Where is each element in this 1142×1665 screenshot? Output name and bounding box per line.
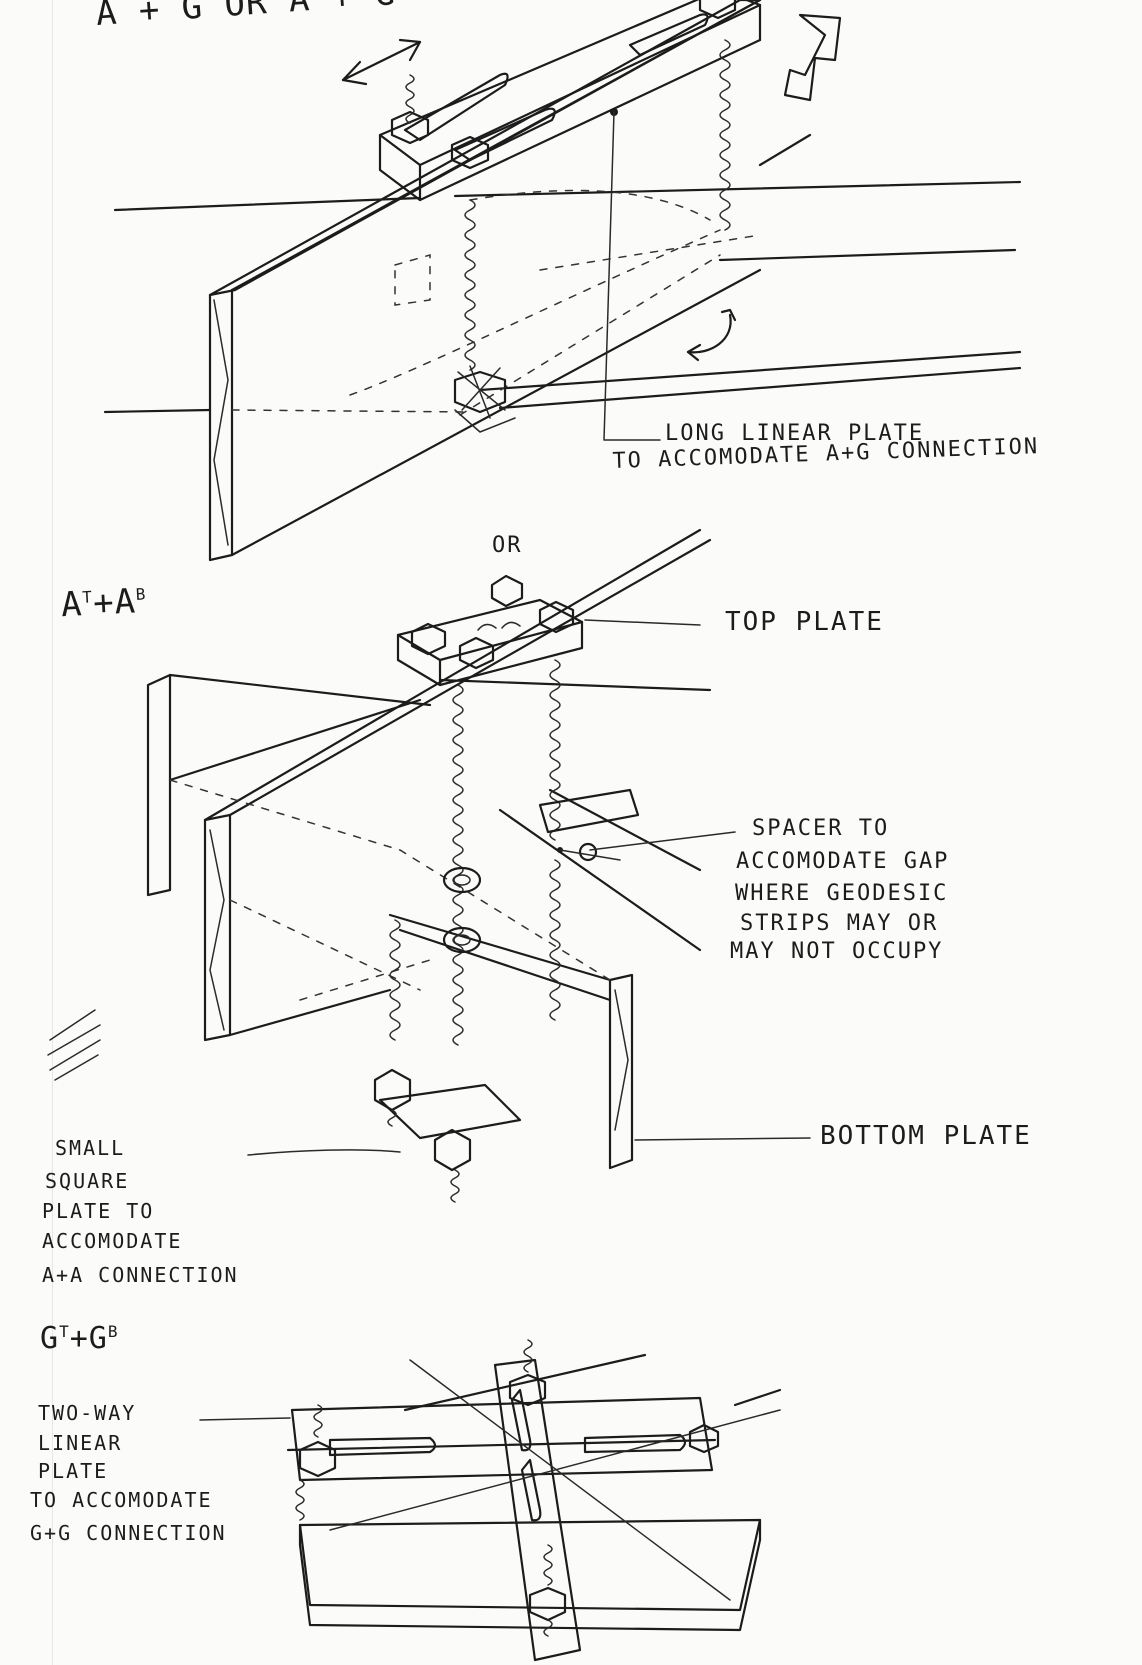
- or-label: OR: [492, 533, 523, 558]
- gg-heading: GT+GB: [40, 1318, 119, 1356]
- aa-connection-drawing: [47, 528, 811, 1203]
- ag-connection-drawing: [103, 0, 1022, 562]
- page-edge: [52, 0, 53, 1665]
- two-way-label-line2: LINEAR: [38, 1431, 123, 1455]
- small-square-label-line4: ACCOMODATE: [42, 1229, 183, 1253]
- two-way-label-line4: TO ACCOMODATE: [30, 1488, 213, 1512]
- gg-heading-plus: +G: [69, 1321, 108, 1356]
- small-square-label-line2: SQUARE: [45, 1169, 130, 1193]
- spacer-label-line3: WHERE GEODESIC: [735, 881, 949, 906]
- bottom-plate-label: BOTTOM PLATE: [820, 1121, 1032, 1151]
- spacer-label-line2: ACCOMODATE GAP: [736, 849, 950, 874]
- spacer-label-line1: SPACER TO: [752, 816, 890, 841]
- long-linear-plate-label-line1: LONG LINEAR PLATE: [665, 421, 925, 446]
- aa-heading-plus: +A: [92, 581, 138, 624]
- aa-heading: AT+AB: [60, 581, 147, 625]
- aa-heading-base: A: [60, 584, 84, 626]
- gg-connection-drawing: [199, 1339, 782, 1662]
- top-plate-label: TOP PLATE: [725, 607, 884, 637]
- gg-heading-sup-bottom: B: [107, 1322, 119, 1341]
- small-square-label-line3: PLATE TO: [42, 1199, 155, 1223]
- small-square-label-line5: A+A CONNECTION: [42, 1263, 239, 1287]
- two-way-label-line5: G+G CONNECTION: [30, 1521, 227, 1545]
- spacer-label-line4: STRIPS MAY OR: [740, 911, 939, 936]
- small-square-label-line1: SMALL: [55, 1136, 126, 1160]
- two-way-label-line3: PLATE: [38, 1459, 109, 1483]
- gg-heading-base: G: [40, 1321, 60, 1356]
- two-way-label-line1: TWO-WAY: [38, 1401, 137, 1425]
- aa-heading-sup-bottom: B: [135, 584, 147, 605]
- gg-heading-sup-top: T: [59, 1322, 70, 1341]
- spacer-label-line5: MAY NOT OCCUPY: [730, 939, 944, 964]
